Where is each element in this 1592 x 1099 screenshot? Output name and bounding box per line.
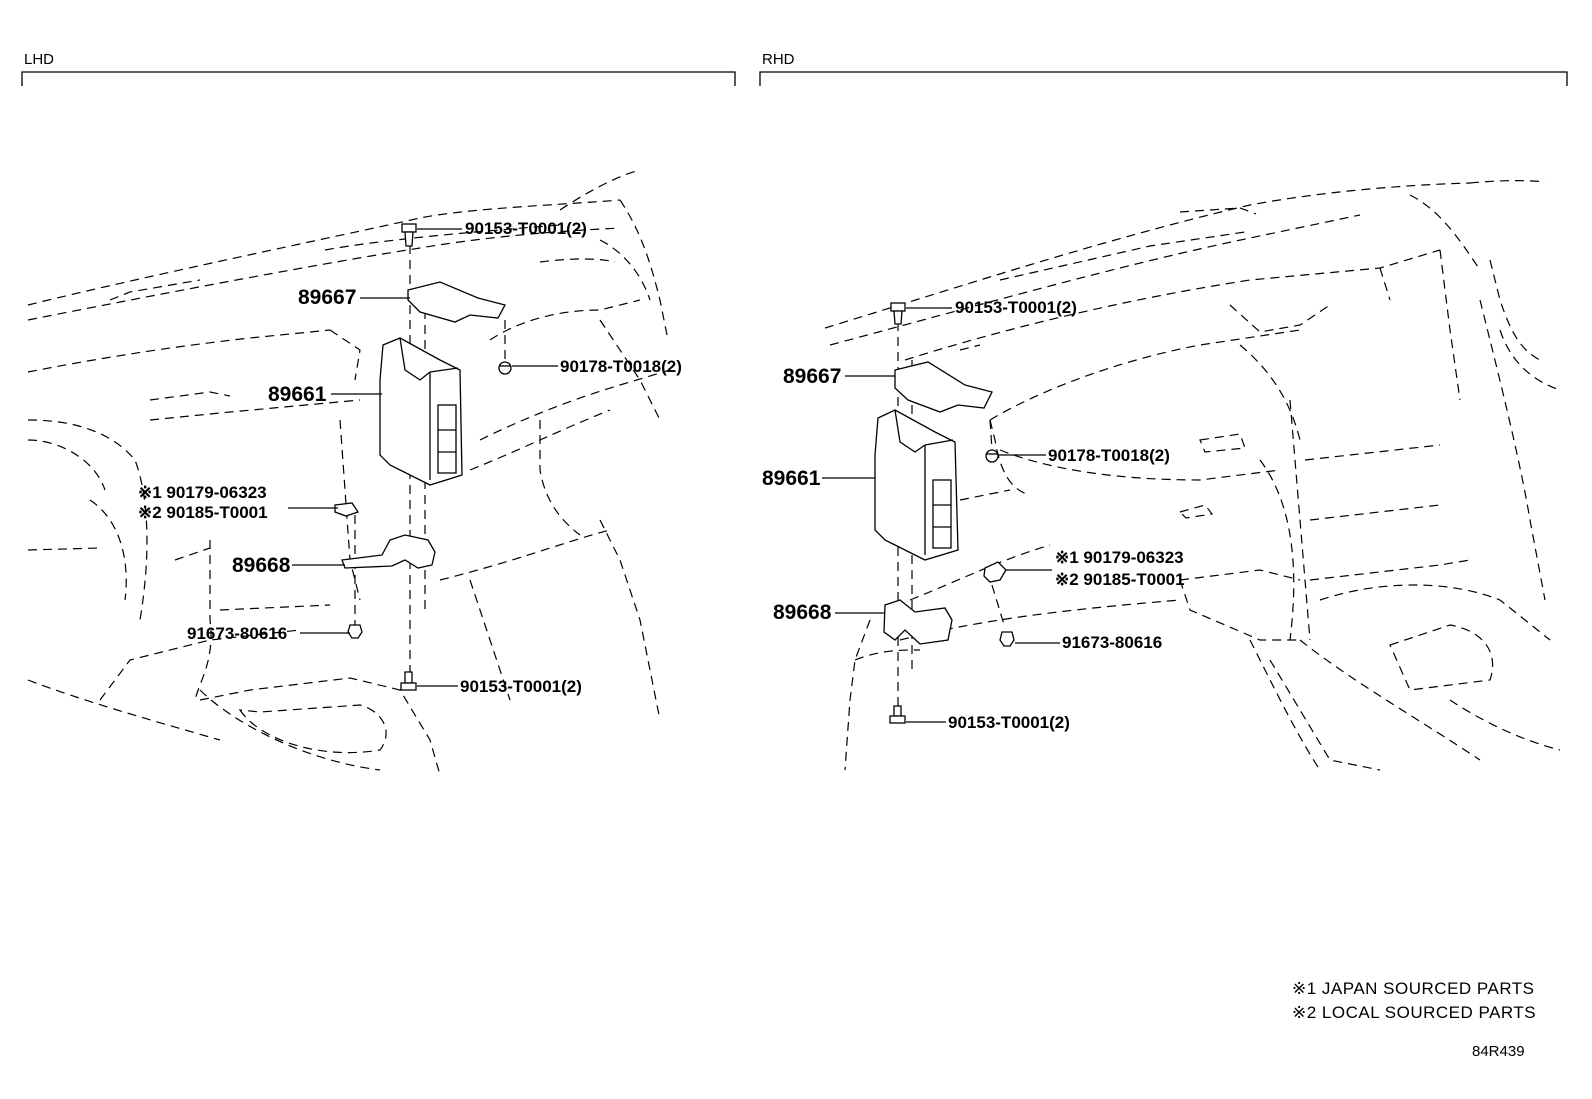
rhd-nut-icon	[985, 449, 999, 463]
rhd-bracket-lower-icon	[883, 599, 953, 645]
lhd-leader-lines	[288, 228, 558, 687]
lhd-header: LHD	[24, 51, 54, 68]
lhd-nut-icon	[498, 361, 512, 375]
lhd-label-bolt-top: 90153-T0001(2)	[465, 219, 587, 238]
rhd-header: RHD	[762, 51, 795, 68]
legend-note-2: ※2 LOCAL SOURCED PARTS	[1292, 1003, 1536, 1022]
rhd-clip-icon	[983, 561, 1007, 583]
rhd-label-bracket-upper: 89667	[783, 365, 841, 388]
lhd-label-nut: 90178-T0018(2)	[560, 357, 682, 376]
rhd-bracket-upper-icon	[894, 361, 993, 413]
rhd-label-nut: 90178-T0018(2)	[1048, 446, 1170, 465]
rhd-label-clip-note2: ※2 90185-T0001	[1055, 570, 1185, 589]
rhd-dashboard-outline	[824, 180, 1561, 771]
lhd-ecu-icon	[379, 337, 463, 486]
lhd-label-bolt-bottom: 90153-T0001(2)	[460, 677, 582, 696]
rhd-bracket-line	[759, 71, 1568, 86]
lhd-clip-icon	[334, 502, 360, 517]
legend-note-1: ※1 JAPAN SOURCED PARTS	[1292, 979, 1535, 998]
lhd-parts	[334, 223, 512, 691]
lhd-bracket-line	[21, 71, 736, 86]
lhd-bolt-bottom-icon	[400, 671, 417, 691]
lhd-label-bracket-lower: 89668	[232, 554, 291, 577]
lhd-bolt-top-icon	[401, 223, 417, 247]
rhd-label-bracket-lower: 89668	[773, 601, 832, 624]
rhd-label-ecu: 89661	[762, 467, 821, 490]
rhd-bolt-bottom-icon	[889, 705, 906, 724]
lhd-bracket-upper-icon	[407, 281, 506, 323]
rhd-leader-lines	[822, 307, 1060, 723]
rhd-bolt-small-icon	[999, 631, 1015, 647]
lhd-label-clip-note1: ※1 90179-06323	[138, 483, 267, 502]
rhd-bolt-top-icon	[890, 302, 906, 325]
lhd-dashboard-outline	[27, 169, 671, 776]
rhd-parts	[874, 302, 1015, 724]
lhd-label-bracket-upper: 89667	[298, 286, 356, 309]
lhd-bracket-lower-icon	[341, 534, 436, 569]
lhd-label-ecu: 89661	[268, 383, 327, 406]
rhd-label-bolt-top: 90153-T0001(2)	[955, 298, 1077, 317]
rhd-label-clip-note1: ※1 90179-06323	[1055, 548, 1184, 567]
lhd-label-clip-note2: ※2 90185-T0001	[138, 503, 268, 522]
lhd-label-bolt-small: 91673-80616	[187, 624, 287, 643]
rhd-ecu-icon	[874, 409, 959, 561]
diagram-code: 84R439	[1472, 1043, 1525, 1060]
lhd-bolt-small-icon	[347, 624, 363, 639]
rhd-label-bolt-small: 91673-80616	[1062, 633, 1162, 652]
rhd-label-bolt-bottom: 90153-T0001(2)	[948, 713, 1070, 732]
